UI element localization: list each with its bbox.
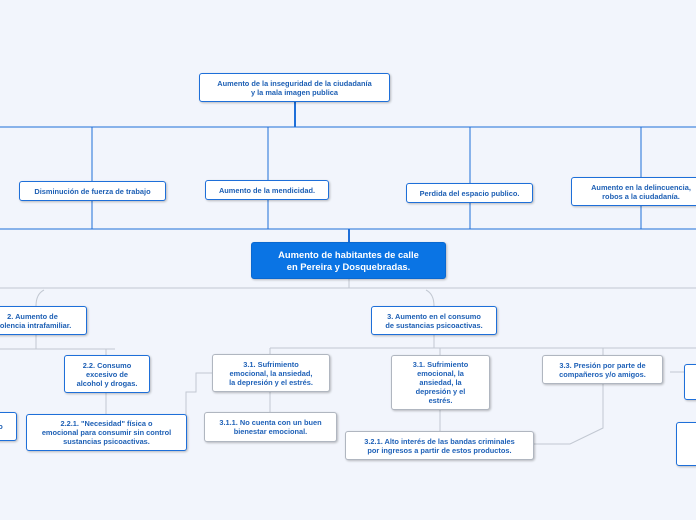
effect-top-node[interactable]: Aumento de la inseguridad de la ciudadan… [199, 73, 390, 102]
cause-right-cut-b-node[interactable]: 4. de a [676, 422, 696, 466]
cause-left-cut-node[interactable]: o [0, 412, 17, 441]
cause-bandas-node[interactable]: 3.2.1. Alto interés de las bandas crimin… [345, 431, 534, 460]
cause-presion-node[interactable]: 3.3. Presión por parte de compañeros y/o… [542, 355, 663, 384]
central-topic-node[interactable]: Aumento de habitantes de calle en Pereir… [251, 242, 446, 279]
effect-perdida-node[interactable]: Perdida del espacio publico. [406, 183, 533, 203]
cause-sufrimiento-b-node[interactable]: 3.1. Sufrimiento emocional, la ansiedad,… [391, 355, 490, 410]
cause-sufrimiento-a-node[interactable]: 3.1. Sufrimiento emocional, la ansiedad,… [212, 354, 330, 392]
cause-right-cut-a-node[interactable] [684, 364, 696, 400]
effect-disminucion-node[interactable]: Disminución de fuerza de trabajo [19, 181, 166, 201]
effect-delincuencia-node[interactable]: Aumento en la delincuencia, robos a la c… [571, 177, 696, 206]
cause-bienestar-node[interactable]: 3.1.1. No cuenta con un buen bienestar e… [204, 412, 337, 442]
effect-mendicidad-node[interactable]: Aumento de la mendicidad. [205, 180, 329, 200]
cause-necesidad-node[interactable]: 2.2.1. "Necesidad" física o emocional pa… [26, 414, 187, 451]
cause-consumo-alcohol-node[interactable]: 2.2. Consumo excesivo de alcohol y droga… [64, 355, 150, 393]
cause-consumo-sustancias-node[interactable]: 3. Aumento en el consumo de sustancias p… [371, 306, 497, 335]
cause-violencia-node[interactable]: 2. Aumento de violencia intrafamiliar. [0, 306, 87, 335]
